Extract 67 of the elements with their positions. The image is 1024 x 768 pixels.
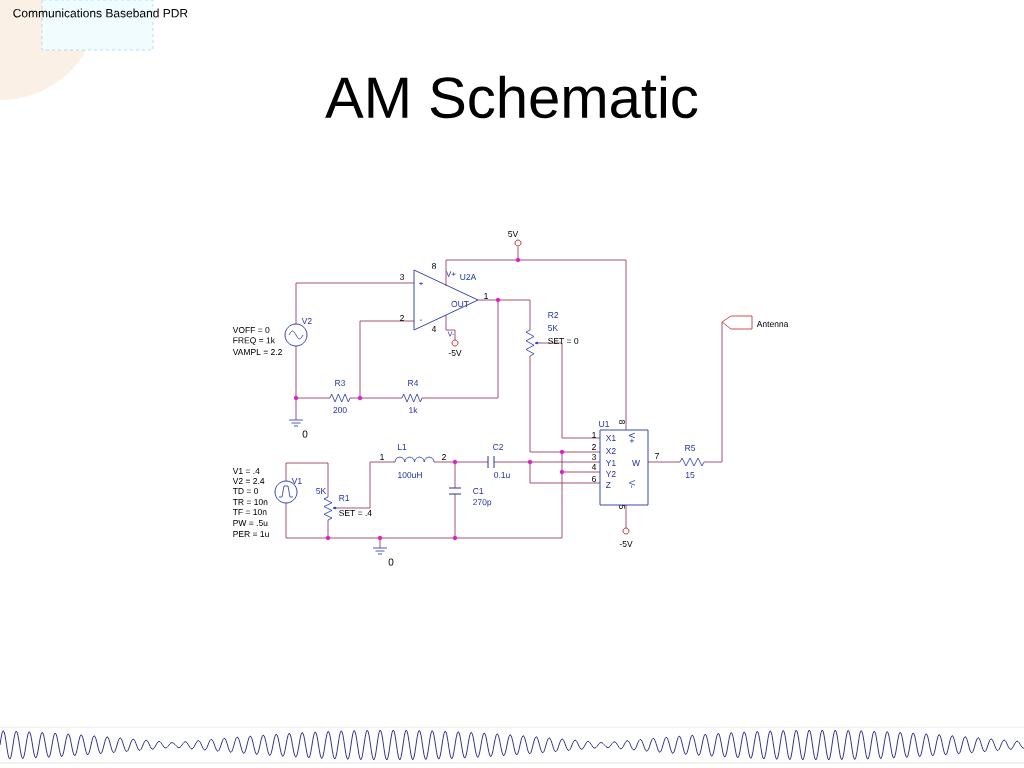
part-label: R5	[685, 445, 696, 451]
pin-number: 2	[442, 454, 446, 460]
part-value: 5K	[316, 488, 327, 494]
pin-name: V+	[629, 432, 635, 443]
parameter-text: PER = 1u	[233, 531, 269, 537]
pin-number: 4	[591, 464, 597, 470]
part-value: 270p	[473, 499, 492, 507]
parameter-text: VOFF = 0	[232, 327, 270, 333]
pin-name: -	[420, 319, 422, 321]
part-value: 15	[685, 472, 695, 478]
pin-name: Z	[606, 482, 611, 488]
part-label: V2	[301, 318, 312, 324]
parameter-text: TF = 10n	[232, 509, 267, 515]
voltage-label: -5V	[619, 541, 633, 547]
pin-number: 4	[431, 326, 437, 332]
pin-number: 1	[380, 454, 384, 460]
pin-name: X1	[605, 435, 616, 441]
parameter-text: V2 = 2.4	[232, 478, 265, 484]
part-value: 100uH	[398, 472, 422, 478]
pin-name: X2	[605, 448, 616, 454]
part-label: R1	[339, 495, 350, 501]
part-value: 5K	[548, 325, 558, 331]
ground-label: 0	[388, 558, 394, 566]
parameter-text: TR = 10n	[232, 499, 268, 505]
pin-number: 1	[592, 432, 596, 438]
pin-name: Y2	[605, 471, 616, 477]
voltage-label: 5V	[508, 231, 519, 237]
parameter-text: SET = .4	[339, 510, 372, 516]
parameter-text: TD = 0	[232, 488, 259, 494]
pin-number: 1	[484, 293, 488, 299]
parameter-text: VAMPL = 2.2	[232, 349, 282, 355]
title: AM Schematic	[325, 75, 698, 119]
pin-number: 3	[399, 274, 404, 280]
part-value: 0.1u	[494, 472, 510, 478]
part-label: C2	[493, 444, 503, 450]
pin-name: OUT	[451, 301, 469, 307]
part-label: U2A	[460, 274, 477, 280]
parameter-text: V1 = .4	[232, 468, 260, 474]
pin-name: V+	[446, 271, 456, 277]
ground-label: 0	[302, 430, 308, 438]
parameter-text: PW = .5u	[233, 520, 268, 526]
pin-number: 2	[400, 315, 404, 321]
pin-name: +	[419, 281, 423, 286]
parameter-text: SET = 0	[548, 338, 579, 344]
pin-name: Y1	[605, 460, 616, 466]
pin-name: W	[632, 460, 640, 466]
pin-number: 6	[592, 476, 596, 482]
part-label: R3	[335, 380, 346, 386]
header-text: Communications Baseband PDR	[13, 8, 188, 18]
part-label: L1	[397, 444, 407, 450]
pin-number: 3	[592, 454, 596, 460]
part-label: U1	[599, 421, 610, 427]
voltage-label: -5V	[448, 350, 462, 356]
part-value: 200	[333, 407, 347, 413]
pin-number: 2	[592, 444, 596, 450]
port-label: Antenna	[756, 321, 789, 327]
pin-number: 8	[619, 420, 625, 424]
part-value: 1k	[409, 406, 418, 414]
part-label: R4	[408, 380, 419, 386]
part-label: V1	[291, 478, 302, 484]
pin-name: V-	[629, 480, 635, 488]
pin-number: 7	[655, 453, 659, 459]
part-label: R2	[548, 312, 559, 318]
part-label: C1	[473, 488, 484, 494]
pin-number: 5	[619, 505, 625, 509]
pin-number: 8	[432, 263, 436, 269]
parameter-text: FREQ = 1k	[233, 337, 275, 345]
